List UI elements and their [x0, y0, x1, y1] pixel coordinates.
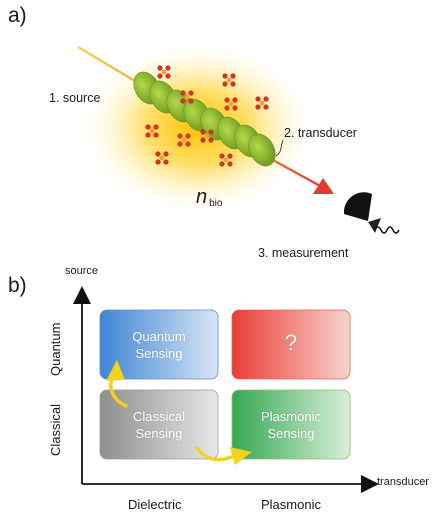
classical-to-quantum-arrow — [106, 360, 128, 408]
plasmonic-line1: Plasmonic — [261, 409, 321, 424]
y-axis-title: source — [65, 265, 99, 277]
plasmonic-sensing-text: Plasmonic Sensing — [232, 408, 350, 442]
classical-line2: Sensing — [135, 426, 183, 441]
measurement-label: 3. measurement — [258, 246, 349, 260]
plasmonic-line2: Sensing — [267, 426, 315, 441]
x-axis-title: transducer — [377, 476, 429, 488]
plasmonic-sensing-box — [231, 389, 351, 460]
x-level-dielectric: Dielectric — [128, 497, 182, 512]
unknown-box — [231, 309, 351, 380]
molecule-icon — [222, 73, 236, 87]
analyte-molecules — [145, 65, 269, 167]
panel-a-label: a) — [8, 4, 27, 27]
molecule-icon — [180, 90, 194, 104]
quantum-sensing-box — [99, 309, 219, 380]
classical-line1: Classical — [132, 409, 185, 424]
molecule-icon — [157, 65, 171, 79]
detector-icon — [343, 192, 400, 234]
molecule-icon — [255, 96, 269, 110]
molecule-icon — [200, 129, 214, 143]
molecule-icon — [177, 133, 191, 147]
molecule-icon — [145, 124, 159, 138]
molecule-icon — [219, 153, 233, 167]
unknown-mark: ? — [284, 330, 298, 355]
x-level-plasmonic: Plasmonic — [261, 497, 321, 512]
y-level-classical: Classical — [48, 403, 63, 456]
classical-to-plasmonic-arrow — [195, 446, 252, 465]
molecule-icon — [224, 97, 238, 111]
transducer-pointer — [275, 139, 284, 157]
transducer-bead — [248, 133, 276, 167]
outgoing-beam-arrowhead — [313, 178, 334, 194]
transducer-label: 2. transducer — [284, 126, 357, 140]
transducer-chain — [133, 71, 276, 167]
source-label: 1. source — [49, 91, 101, 105]
panel-b-label: b) — [8, 274, 27, 297]
n-symbol: n — [196, 186, 208, 208]
quantum-line2: Sensing — [135, 346, 183, 361]
quantum-line1: Quantum — [132, 329, 186, 344]
classical-sensing-text: Classical Sensing — [100, 408, 218, 442]
molecule-icon — [155, 151, 169, 165]
n-subscript: bio — [209, 198, 223, 209]
quantum-sensing-text: Quantum Sensing — [100, 328, 218, 362]
classical-sensing-box — [99, 389, 219, 460]
y-level-quantum: Quantum — [48, 322, 63, 376]
